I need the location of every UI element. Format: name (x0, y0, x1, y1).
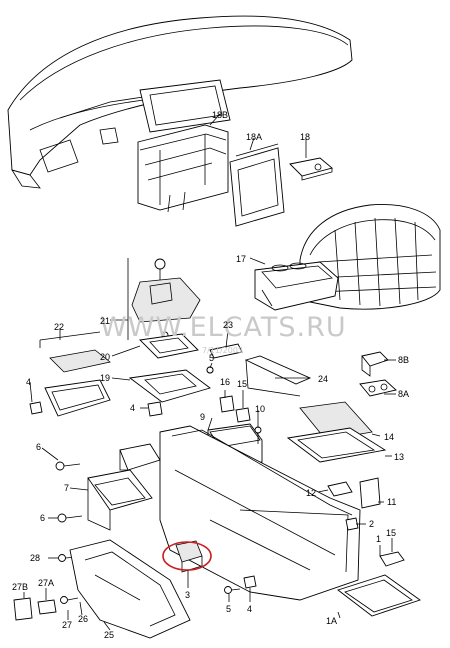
callout-5[interactable]: 5 (209, 353, 214, 363)
callout-3[interactable]: 3 (185, 590, 190, 600)
shift-console-19[interactable] (128, 366, 214, 403)
watermark-date: 7/11/2003 (202, 346, 243, 355)
callout-9[interactable]: 9 (200, 412, 205, 422)
callout-23[interactable]: 23 (223, 320, 233, 330)
watermark-text: WWW.ELCATS.RU (100, 312, 347, 343)
bracket-8B[interactable] (361, 351, 389, 377)
screw-28[interactable] (58, 554, 77, 562)
callout-15b[interactable]: 15 (386, 528, 396, 538)
callout-1A[interactable]: 1A (326, 616, 337, 626)
screw-5[interactable] (224, 586, 241, 594)
trim-frame-18A[interactable] (229, 143, 285, 227)
frame-13[interactable] (286, 427, 387, 463)
console-main-body (119, 425, 361, 601)
callout-5b[interactable]: 5 (226, 604, 231, 614)
callout-10[interactable]: 10 (255, 404, 265, 414)
callout-labels: 18B 18A 18 17 21 22 23 20 19 4 5 8B 8A 1… (12, 110, 409, 640)
callout-2[interactable]: 2 (369, 519, 374, 529)
cap-27A[interactable] (37, 599, 57, 615)
callout-25[interactable]: 25 (104, 630, 114, 640)
callout-8B[interactable]: 8B (398, 355, 409, 365)
callout-27[interactable]: 27 (62, 620, 72, 630)
callout-28[interactable]: 28 (30, 553, 40, 563)
leader-lines (23, 113, 396, 631)
cover-23[interactable] (209, 343, 243, 359)
callout-20[interactable]: 20 (100, 352, 110, 362)
screw-6b[interactable] (57, 513, 83, 523)
cover-27B[interactable] (13, 597, 33, 621)
shift-frame-20[interactable] (139, 333, 199, 359)
callout-22[interactable]: 22 (54, 322, 64, 332)
clip-16[interactable] (219, 395, 251, 423)
callout-21[interactable]: 21 (100, 316, 110, 326)
bracket-7[interactable] (87, 469, 153, 531)
trim-strip-24[interactable] (244, 355, 312, 397)
callout-14[interactable]: 14 (384, 432, 394, 442)
callout-6b[interactable]: 6 (40, 513, 45, 523)
callout-27B[interactable]: 27B (12, 582, 28, 592)
callout-19[interactable]: 19 (100, 373, 110, 383)
callout-17[interactable]: 17 (236, 254, 246, 264)
callout-4-mid[interactable]: 4 (130, 403, 135, 413)
callout-18[interactable]: 18 (300, 132, 310, 142)
screw-6a[interactable] (55, 461, 81, 471)
armrest-17[interactable] (254, 261, 339, 311)
nut-4[interactable] (243, 575, 257, 589)
callout-18A[interactable]: 18A (246, 132, 262, 142)
callout-15a[interactable]: 15 (237, 379, 247, 389)
tray-22[interactable] (29, 331, 111, 417)
side-trim-25[interactable] (69, 539, 191, 639)
radio-frame-18B[interactable] (137, 124, 229, 213)
callout-26[interactable]: 26 (78, 614, 88, 624)
clip-3[interactable] (175, 540, 203, 573)
callout-27A[interactable]: 27A (38, 578, 54, 588)
callout-12[interactable]: 12 (306, 488, 316, 498)
clip-4a[interactable] (147, 401, 163, 417)
screw-10[interactable] (254, 426, 262, 444)
dashboard-outline (7, 15, 353, 189)
callout-4a[interactable]: 4 (26, 377, 31, 387)
highlight-circle (162, 541, 212, 571)
callout-24[interactable]: 24 (318, 374, 328, 384)
callout-6[interactable]: 6 (36, 442, 41, 452)
screw-27[interactable] (60, 596, 79, 604)
bracket-11[interactable] (359, 477, 381, 509)
holder-8A[interactable] (359, 379, 397, 397)
clip-2[interactable] (345, 517, 359, 531)
bracket-12[interactable] (327, 481, 353, 497)
callout-18B[interactable]: 18B (212, 110, 228, 120)
callout-16[interactable]: 16 (220, 377, 230, 387)
cover-18[interactable] (289, 157, 333, 181)
callout-7[interactable]: 7 (64, 483, 69, 493)
bracket-15b[interactable] (379, 551, 405, 567)
callout-11[interactable]: 11 (387, 497, 396, 507)
tray-1A[interactable] (337, 574, 421, 617)
callout-13[interactable]: 13 (394, 452, 404, 462)
callout-4b[interactable]: 4 (247, 604, 252, 614)
callout-1[interactable]: 1 (376, 534, 381, 544)
callout-8A[interactable]: 8A (398, 389, 409, 399)
